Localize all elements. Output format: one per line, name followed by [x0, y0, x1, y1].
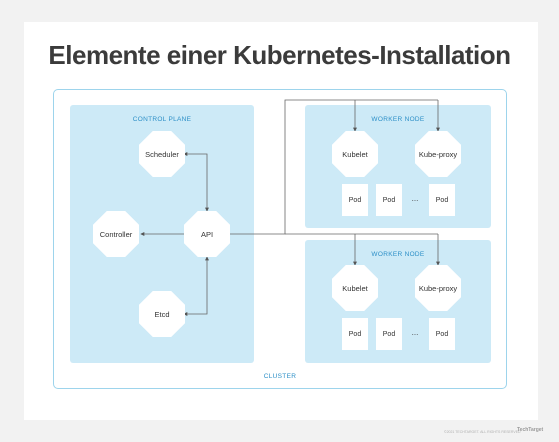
diagram-title: Elemente einer Kubernetes-Installation	[48, 40, 511, 70]
pod-ellipsis-1: ...	[411, 194, 419, 203]
copyright-footer: ©2021 TECHTARGET. ALL RIGHTS RESERVED	[444, 430, 521, 434]
pod-1-1: Pod	[342, 184, 368, 216]
pod-1-2: Pod	[376, 184, 402, 216]
pod-2-3: Pod	[429, 318, 455, 350]
worker-node-label-1: WORKER NODE	[371, 116, 425, 123]
scheduler-node: Scheduler	[139, 131, 185, 177]
control-plane-label: CONTROL PLANE	[132, 116, 192, 123]
controller-node: Controller	[93, 211, 139, 257]
worker-node-label-2: WORKER NODE	[371, 251, 425, 258]
pod-1-3: Pod	[429, 184, 455, 216]
cluster-box	[53, 89, 507, 389]
kubelet-node-1: Kubelet	[332, 131, 378, 177]
pod-ellipsis-2: ...	[411, 328, 419, 337]
scheduler-api-line	[183, 152, 209, 212]
pod-2-1: Pod	[342, 318, 368, 350]
cluster-label: CLUSTER	[263, 373, 297, 380]
pod-2-2: Pod	[376, 318, 402, 350]
kube-proxy-node-1: Kube-proxy	[415, 131, 461, 177]
etcd-node: Etcd	[139, 291, 185, 337]
kubelet-node-2: Kubelet	[332, 265, 378, 311]
kube-proxy-node-2: Kube-proxy	[415, 265, 461, 311]
api-node: API	[184, 211, 230, 257]
api-etcd-line	[183, 256, 209, 316]
brand-logo: TechTarget	[517, 427, 544, 433]
api-workers-line	[230, 99, 438, 235]
